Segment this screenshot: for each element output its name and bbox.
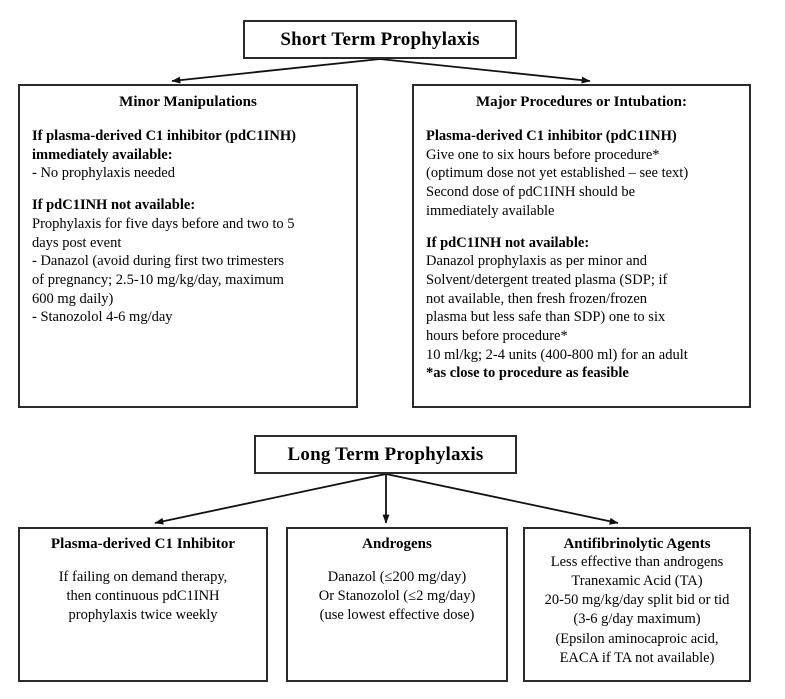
major-line-6: If pdC1INH not available:	[426, 234, 590, 251]
pdc1inh-body: If failing on demand therapy, then conti…	[26, 568, 260, 625]
antifibrinolytic-line-6: EACA if TA not available)	[559, 649, 715, 666]
node-short-term-prophylaxis[interactable]: Short Term Prophylaxis	[243, 20, 517, 59]
major-line-12: 10 ml/kg; 2-4 units (400-800 ml) for an …	[426, 346, 688, 363]
arrow-short-to-minor	[171, 58, 381, 84]
androgens-body: Danazol (≤200 mg/day) Or Stanozolol (≤2 …	[294, 568, 500, 625]
major-line-7: Danazol prophylaxis as per minor and	[426, 253, 648, 270]
pdc1inh-spacer	[26, 553, 260, 568]
minor-line-3: - No prophylaxis needed	[32, 165, 175, 182]
minor-line-8: of pregnancy; 2.5-10 mg/kg/day, maximum	[32, 271, 284, 288]
node-androgens[interactable]: Androgens Danazol (≤200 mg/day) Or Stano…	[286, 527, 508, 682]
node-long-term-prophylaxis[interactable]: Long Term Prophylaxis	[254, 435, 517, 474]
androgens-line-1: Danazol (≤200 mg/day)	[327, 569, 467, 585]
major-line-9: not available, then fresh frozen/frozen	[426, 290, 648, 307]
node-plasma-derived-c1-inhibitor[interactable]: Plasma-derived C1 Inhibitor If failing o…	[18, 527, 268, 682]
minor-line-1: If plasma-derived C1 inhibitor (pdC1INH)	[32, 128, 296, 144]
minor-line-2: immediately available:	[32, 146, 173, 163]
minor-line-6: days post event	[32, 234, 122, 251]
minor-line-9: 600 mg daily)	[32, 290, 114, 307]
androgens-line-2: Or Stanozolol (≤2 mg/day)	[318, 588, 476, 605]
long-term-title: Long Term Prophylaxis	[287, 443, 484, 465]
major-line-2: Give one to six hours before procedure*	[426, 146, 660, 163]
androgens-line-3: (use lowest effective dose)	[319, 607, 475, 624]
antifibrinolytic-line-3: 20-50 mg/kg/day split bid or tid	[544, 592, 730, 609]
minor-line-4: If pdC1INH not available:	[32, 197, 196, 214]
pdc1inh-line-2: then continuous pdC1INH	[66, 588, 220, 605]
antifibrinolytic-line-1: Less effective than androgens	[550, 554, 724, 570]
arrow-short-to-major	[379, 58, 591, 84]
major-line-5: immediately available	[426, 202, 555, 219]
minor-line-7: - Danazol (avoid during first two trimes…	[32, 253, 285, 270]
short-term-title: Short Term Prophylaxis	[280, 28, 480, 50]
node-major-procedures[interactable]: Major Procedures or Intubation: Plasma-d…	[412, 84, 751, 408]
pdc1inh-line-1: If failing on demand therapy,	[58, 569, 228, 585]
node-minor-manipulations[interactable]: Minor Manipulations If plasma-derived C1…	[18, 84, 358, 408]
major-line-8: Solvent/detergent treated plasma (SDP; i…	[426, 271, 668, 288]
major-line-10: plasma but less safe than SDP) one to si…	[426, 309, 666, 326]
androgens-title: Androgens	[362, 536, 432, 552]
major-line-11: hours before procedure*	[426, 328, 568, 345]
major-procedures-title: Major Procedures or Intubation:	[476, 94, 687, 110]
major-line-13: *as close to procedure as feasible	[426, 365, 629, 382]
node-antifibrinolytic-agents[interactable]: Antifibrinolytic Agents Less effective t…	[523, 527, 751, 682]
minor-manipulations-title: Minor Manipulations	[119, 94, 257, 110]
antifibrinolytic-line-2: Tranexamic Acid (TA)	[571, 573, 703, 590]
major-procedures-body: Plasma-derived C1 inhibitor (pdC1INH) Gi…	[426, 127, 737, 383]
minor-line-5: Prophylaxis for five days before and two…	[32, 215, 295, 232]
arrow-long-to-antifibrinolytic	[385, 473, 619, 525]
androgens-spacer	[294, 553, 500, 568]
pdc1inh-line-3: prophylaxis twice weekly	[68, 607, 218, 624]
arrow-long-to-pdc1inh	[154, 473, 387, 525]
major-line-3: (optimum dose not yet established – see …	[426, 165, 689, 182]
minor-line-10: - Stanozolol 4-6 mg/day	[32, 309, 173, 326]
antifibrinolytic-line-5: (Epsilon aminocaproic acid,	[555, 630, 719, 647]
antifibrinolytic-title: Antifibrinolytic Agents	[563, 536, 711, 552]
minor-manipulations-body: If plasma-derived C1 inhibitor (pdC1INH)…	[32, 127, 344, 327]
pdc1inh-title: Plasma-derived C1 Inhibitor	[50, 536, 236, 552]
antifibrinolytic-line-4: (3-6 g/day maximum)	[573, 611, 701, 628]
antifibrinolytic-body: Less effective than androgens Tranexamic…	[531, 553, 743, 668]
major-line-1: Plasma-derived C1 inhibitor (pdC1INH)	[426, 128, 677, 144]
major-line-4: Second dose of pdC1INH should be	[426, 184, 636, 201]
